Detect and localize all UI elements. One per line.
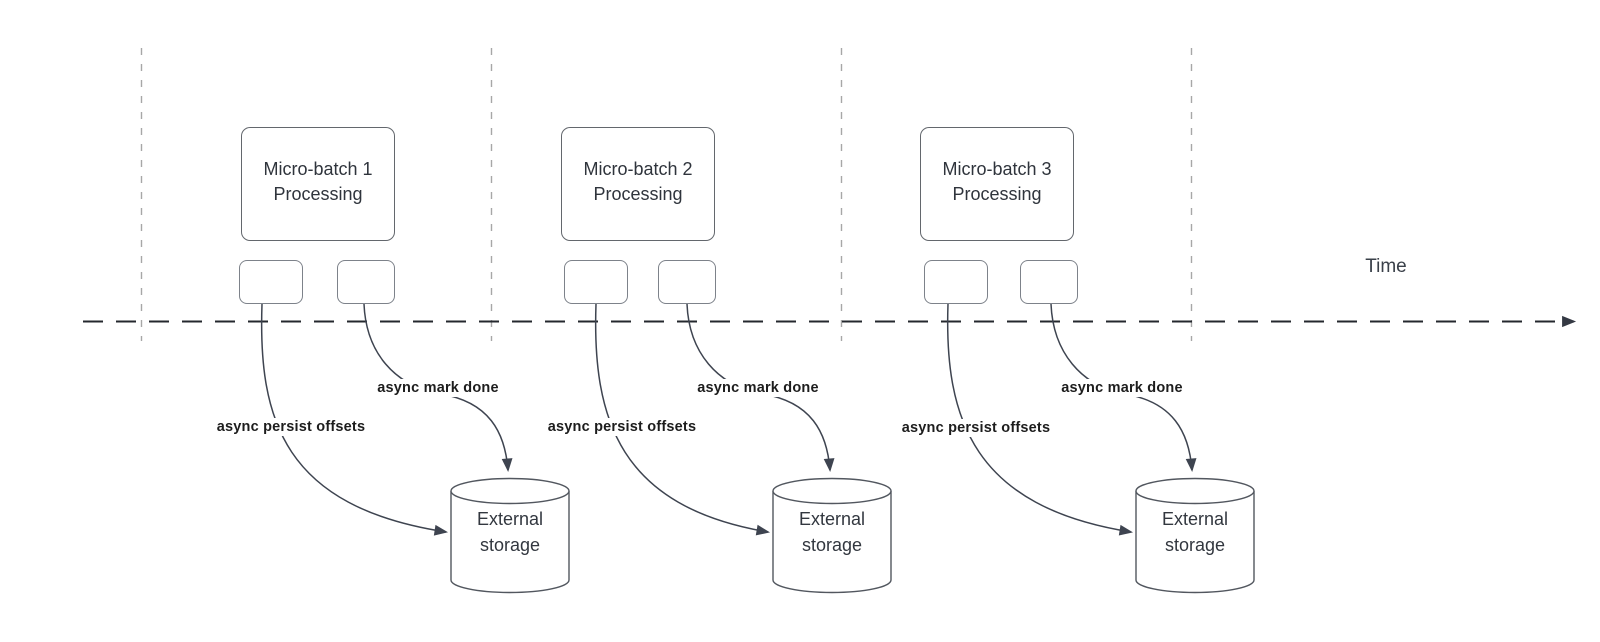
external-storage-cylinder-1 (450, 477, 570, 594)
persist-offsets-arrow-2 (594, 303, 770, 536)
mark-done-label-1: async mark done (374, 379, 502, 397)
external-storage-label-3: External storage (1161, 509, 1229, 555)
microbatch-1-processing-box: Micro-batch 1 Processing (241, 127, 395, 241)
mark-done-label-2: async mark done (694, 379, 822, 397)
done-task-box-3 (1020, 260, 1078, 304)
external-storage-label-2: External storage (798, 509, 866, 555)
microbatch-2-title: Micro-batch 2 Processing (583, 159, 693, 204)
persist-offsets-label-2: async persist offsets (544, 418, 700, 436)
persist-offsets-label-3: async persist offsets (898, 419, 1054, 437)
persist-offsets-arrow-1 (260, 303, 449, 536)
done-task-box-2 (658, 260, 716, 304)
offset-task-box-1 (239, 260, 303, 304)
mark-done-label-3: async mark done (1058, 379, 1186, 397)
microbatch-2-processing-box: Micro-batch 2 Processing (561, 127, 715, 241)
microbatch-3-title: Micro-batch 3 Processing (942, 159, 1052, 204)
done-task-box-1 (337, 260, 395, 304)
microbatch-3-processing-box: Micro-batch 3 Processing (920, 127, 1074, 241)
external-storage-cylinder-2 (772, 477, 892, 594)
offset-task-box-2 (564, 260, 628, 304)
external-storage-label-1: External storage (476, 509, 544, 555)
persist-offsets-label-1: async persist offsets (213, 418, 369, 436)
time-axis-label: Time (1365, 256, 1407, 277)
persist-offsets-arrow-3 (946, 303, 1133, 536)
offset-task-box-3 (924, 260, 988, 304)
microbatch-1-title: Micro-batch 1 Processing (263, 159, 373, 204)
external-storage-cylinder-3 (1135, 477, 1255, 594)
